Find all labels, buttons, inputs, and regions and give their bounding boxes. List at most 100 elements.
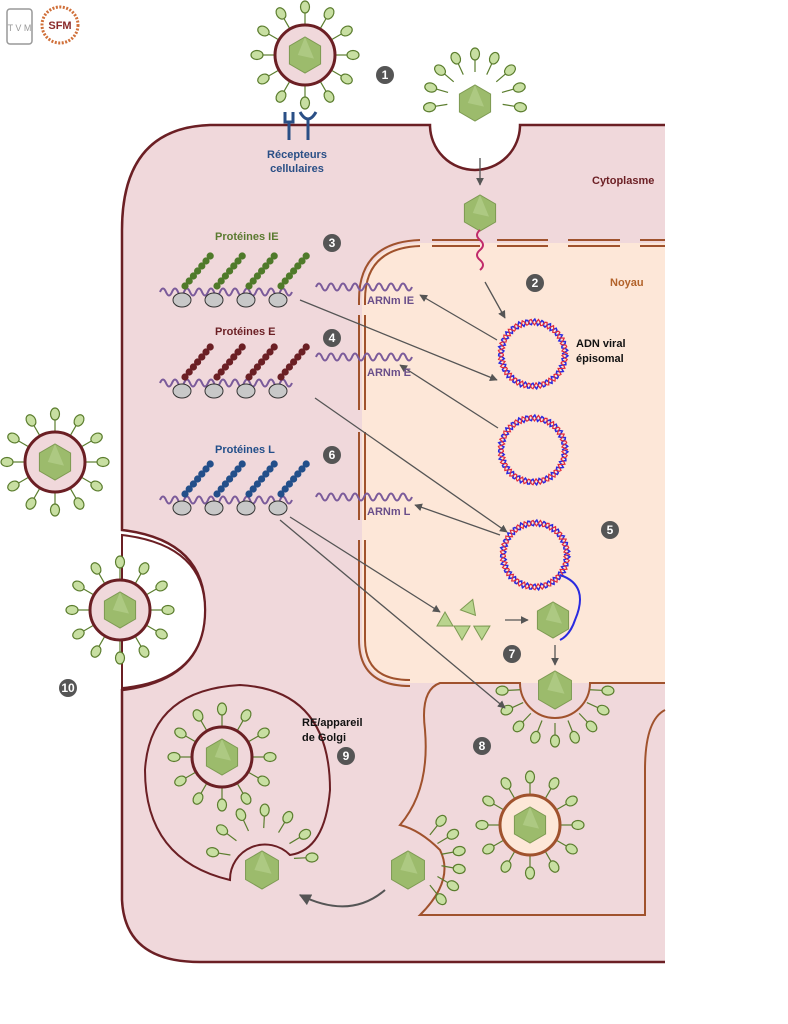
concatemer-dna — [499, 518, 572, 592]
capsid — [205, 738, 239, 776]
ribosome — [172, 500, 192, 516]
amino-acid — [230, 470, 238, 478]
capsid — [38, 443, 72, 481]
spike-head — [257, 727, 270, 739]
proteins-e-label: Protéines E — [215, 326, 276, 338]
amino-acid — [253, 272, 261, 280]
amino-acid — [230, 353, 238, 361]
step-4-marker: 4 — [323, 329, 341, 347]
spike-head — [216, 702, 228, 716]
amino-acid — [285, 272, 293, 280]
assembled-capsid — [536, 601, 570, 639]
nucleus — [362, 243, 665, 683]
spike-head — [192, 709, 204, 722]
amino-acid — [253, 363, 261, 371]
spike-head — [206, 847, 220, 858]
glycoprotein-spikes — [65, 555, 175, 665]
spike-head — [167, 751, 181, 763]
spike-head — [257, 775, 270, 787]
spike-head — [513, 102, 528, 113]
cytoplasm-label: Cytoplasme — [592, 175, 654, 187]
dna-tail — [559, 574, 581, 641]
step-number: 5 — [607, 523, 614, 537]
capsid-facet — [297, 37, 314, 59]
episomal-dna — [497, 317, 570, 391]
step-circle — [503, 645, 521, 663]
spike-head — [298, 828, 312, 840]
receptors-label: Récepteurs — [267, 149, 327, 161]
amino-acid — [213, 373, 221, 381]
virion-fusing — [422, 47, 528, 122]
spike-head — [215, 824, 229, 836]
spike-head — [323, 7, 335, 20]
spike-head — [138, 645, 150, 658]
spike-head — [73, 414, 85, 427]
step-number: 3 — [329, 236, 336, 250]
transport-arrow — [298, 889, 386, 908]
spike-head — [512, 82, 526, 93]
glycoprotein-spikes — [250, 0, 360, 110]
spike-head — [216, 798, 228, 812]
spike-head — [114, 555, 126, 569]
ribosome — [236, 500, 256, 516]
amino-acid — [285, 363, 293, 371]
glycoprotein-spikes — [475, 770, 585, 880]
spike-head — [305, 852, 319, 863]
amino-acid — [281, 277, 289, 285]
amino-acid — [194, 475, 202, 483]
injected-dna — [476, 229, 484, 271]
spike-head — [596, 704, 610, 716]
amino-acid — [249, 368, 257, 376]
process-arrow — [419, 294, 498, 341]
step-number: 9 — [343, 749, 350, 763]
spike-head — [452, 845, 466, 857]
amino-acid — [221, 363, 229, 371]
mrna-ie — [315, 282, 413, 292]
spike-head — [475, 819, 489, 831]
amino-acid — [245, 490, 253, 498]
step-9-marker: 9 — [337, 747, 355, 765]
ribosome — [268, 383, 288, 399]
spike-head — [569, 730, 581, 744]
amino-acid — [258, 267, 266, 275]
amino-acid — [302, 460, 310, 468]
spike-head — [0, 456, 14, 468]
amino-acid — [245, 373, 253, 381]
nuclear-envelope — [358, 239, 665, 687]
process-arrow — [484, 281, 506, 319]
released-virion — [0, 407, 110, 517]
capsid — [538, 670, 572, 710]
amino-acid — [189, 480, 197, 488]
spike-head — [72, 580, 85, 592]
spike-head — [138, 562, 150, 575]
step-number: 7 — [509, 647, 516, 661]
step-number: 1 — [382, 68, 389, 82]
amino-acid — [249, 277, 257, 285]
spike-head — [155, 580, 168, 592]
amino-acid — [238, 343, 246, 351]
step-circle — [473, 737, 491, 755]
spike-head — [275, 90, 287, 103]
amino-acid — [266, 257, 274, 265]
spike-head — [503, 64, 516, 76]
step-3-marker: 3 — [323, 234, 341, 252]
spike-head — [257, 73, 270, 85]
amino-acid — [185, 485, 193, 493]
amino-acid — [217, 485, 225, 493]
capsid-facet — [545, 602, 562, 624]
capsid-facet — [254, 851, 272, 874]
amino-acid — [290, 267, 298, 275]
amino-acid — [226, 358, 234, 366]
budding-golgi — [206, 803, 319, 890]
spike-head — [488, 51, 500, 65]
spike-head — [155, 628, 168, 640]
ribosome — [268, 292, 288, 308]
process-arrow — [314, 397, 508, 533]
spike-head — [346, 49, 360, 61]
capsid-protein — [459, 598, 477, 617]
svg-text:T V M: T V M — [8, 23, 32, 33]
amino-acid — [249, 485, 257, 493]
glycoprotein-spikes — [206, 803, 319, 863]
step-circle — [323, 446, 341, 464]
amino-acid — [181, 282, 189, 290]
